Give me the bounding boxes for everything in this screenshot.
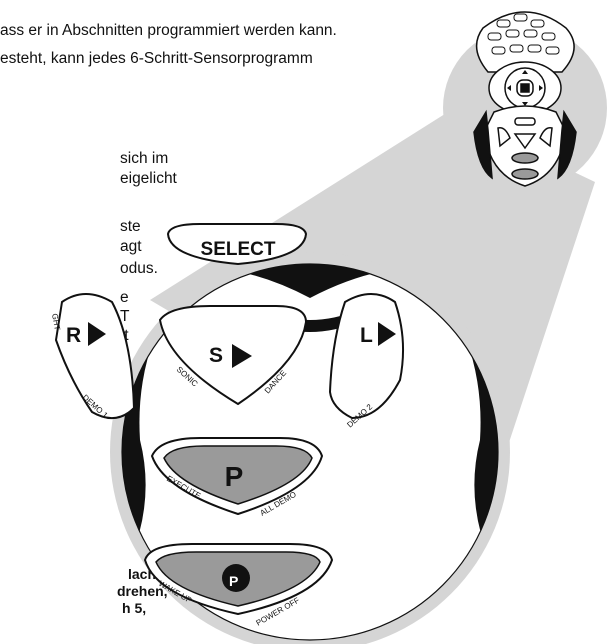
select-label: SELECT: [201, 239, 276, 260]
right-turn-button[interactable]: R GHT DEMO 1: [50, 294, 134, 420]
left-letter: L: [360, 324, 373, 347]
program-letter: P: [225, 461, 244, 492]
right-letter: R: [66, 324, 81, 347]
sensor-letter: S: [209, 344, 223, 367]
ght-label: GHT: [50, 313, 62, 331]
program-small-letter: P: [229, 573, 238, 589]
